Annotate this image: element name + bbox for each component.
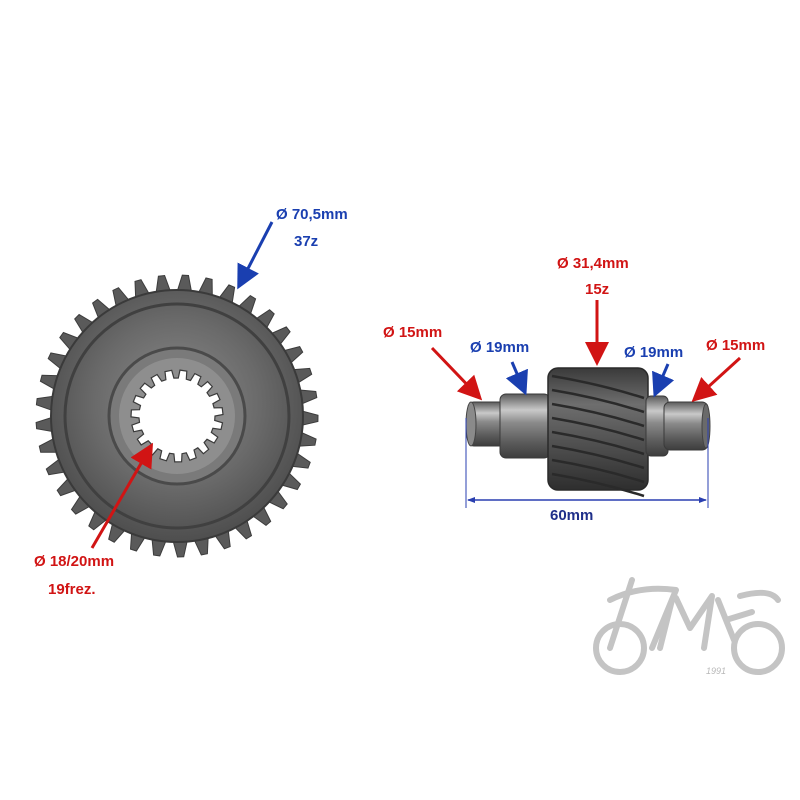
spline-count-label: 19frez. xyxy=(48,581,96,598)
left-end-diameter-label: Ø 15mm xyxy=(383,324,443,341)
right-end-arrow xyxy=(691,356,742,403)
right-bearing-arrow xyxy=(652,363,675,398)
left-end-arrow xyxy=(430,346,483,401)
helical-tooth-line xyxy=(551,402,645,428)
gear-diameter-label: Ø 70,5mm xyxy=(276,206,348,223)
left-bearing-arrow xyxy=(505,361,528,396)
helical-tooth-line xyxy=(551,388,645,414)
right-end-diameter-label: Ø 15mm xyxy=(706,337,766,354)
large-gear xyxy=(35,274,319,558)
helical-tooth-line xyxy=(551,416,645,442)
left-bearing-diameter-label: Ø 19mm xyxy=(470,339,530,356)
helical-tooth-line xyxy=(551,472,645,498)
shaft-length-label: 60mm xyxy=(550,507,594,524)
helical-tooth-line xyxy=(551,430,645,456)
logo-year: 1991 xyxy=(706,666,727,676)
wima-logo xyxy=(593,577,785,675)
pinion-shaft xyxy=(465,367,711,498)
pinion-diameter-label: Ø 31,4mm xyxy=(557,255,629,272)
helical-tooth-line xyxy=(551,374,645,400)
helical-tooth-line xyxy=(551,444,645,470)
helical-tooth-line xyxy=(551,458,645,484)
bore-arrow xyxy=(90,442,154,549)
gear-diameter-arrow xyxy=(237,221,274,290)
gear-teeth-label: 37z xyxy=(294,233,319,250)
bore-diameter-label: Ø 18/20mm xyxy=(34,553,115,570)
right-bearing-diameter-label: Ø 19mm xyxy=(624,344,684,361)
pinion-teeth-label: 15z xyxy=(585,281,610,298)
